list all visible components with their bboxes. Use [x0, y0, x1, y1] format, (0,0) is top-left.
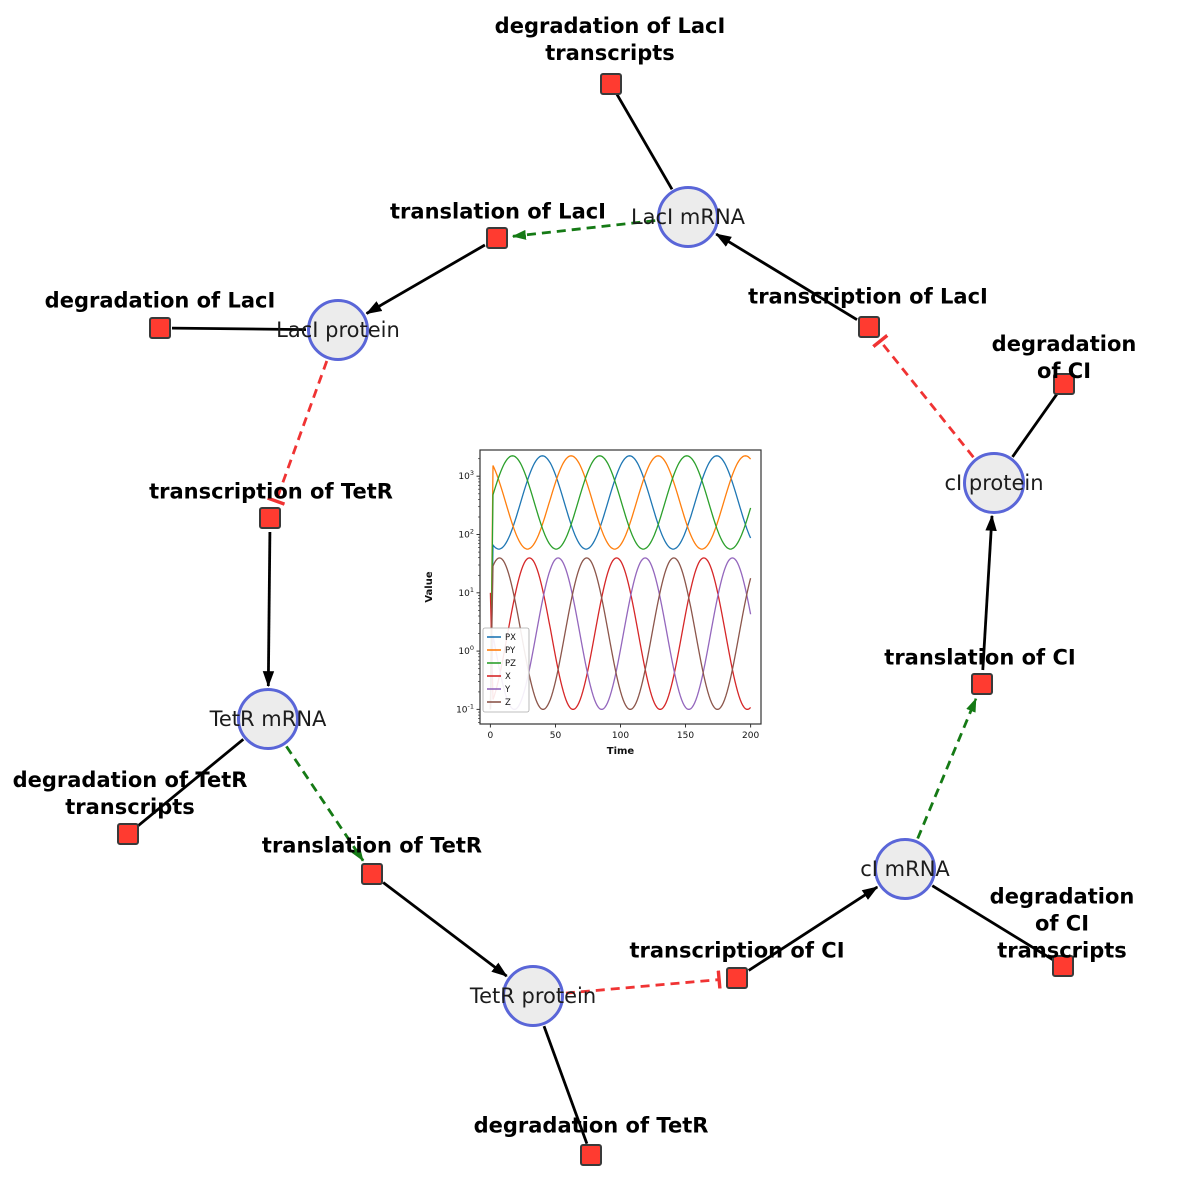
edge-product-translation-ci-ci-protein [981, 514, 997, 671]
series-Y [489, 557, 752, 710]
edge-reactant-laci-mrna-deg-laci-transcripts [615, 93, 674, 191]
reaction-node-transcription-tetr[interactable] [259, 507, 281, 529]
legend: PX PY PZ XYZ [482, 627, 530, 713]
edge-product-translation-tetr-tetr-protein [382, 881, 508, 978]
reaction-node-transcription-ci[interactable] [726, 967, 748, 989]
x-tick-label: 0 [488, 731, 494, 741]
y-axis-label: Value [424, 571, 435, 602]
edge-reactant-laci-protein-deg-laci [171, 326, 307, 331]
reaction-node-translation-tetr[interactable] [361, 863, 383, 885]
reaction-node-deg-tetr[interactable] [580, 1144, 602, 1166]
edge-modifier-ci-mrna-translation-ci [916, 697, 978, 840]
reaction-node-deg-ci-transcripts[interactable] [1052, 955, 1074, 977]
edge-modifier-laci-mrna-translation-laci [511, 219, 656, 240]
y-tick-label: 10-1 [456, 702, 474, 715]
reaction-node-deg-laci[interactable] [149, 317, 171, 339]
series-lines [489, 455, 752, 710]
reaction-node-transcription-laci[interactable] [858, 316, 880, 338]
x-tick-label: 100 [612, 731, 629, 741]
series-PX [489, 455, 752, 710]
reaction-node-deg-ci[interactable] [1053, 373, 1075, 395]
legend-entry: PZ [505, 659, 516, 669]
edge-product-transcription-tetr-tetr-mrna [262, 531, 275, 688]
legend-entry: X [505, 672, 511, 682]
species-node-laci-mrna[interactable] [657, 186, 719, 248]
edge-inhibition-ci-protein-transcription-laci [872, 334, 975, 459]
reaction-node-translation-ci[interactable] [971, 673, 993, 695]
edge-reactant-tetr-mrna-deg-tetr-transcripts [136, 738, 245, 828]
series-PY [489, 455, 752, 710]
series-PZ [489, 455, 752, 710]
species-node-ci-mrna[interactable] [874, 838, 936, 900]
reaction-node-deg-tetr-transcripts[interactable] [117, 823, 139, 845]
series-X [489, 557, 752, 710]
edge-product-translation-laci-laci-protein [365, 243, 486, 315]
edge-product-transcription-laci-laci-mrna [715, 232, 858, 321]
y-tick-label: 100 [458, 644, 474, 657]
edge-inhibition-tetr-protein-transcription-ci [565, 970, 722, 995]
x-axis-label: Time [607, 746, 635, 757]
reaction-node-translation-laci[interactable] [486, 227, 508, 249]
species-node-laci-protein[interactable] [307, 299, 369, 361]
edge-reactant-tetr-protein-deg-tetr [542, 1025, 589, 1145]
legend-entry: Z [505, 698, 511, 708]
legend-entry: PY [505, 646, 516, 656]
edge-product-transcription-ci-ci-mrna [747, 885, 879, 972]
x-tick-label: 200 [742, 731, 759, 741]
x-tick-label: 150 [677, 731, 694, 741]
series-Z [489, 557, 752, 710]
species-node-tetr-mrna[interactable] [237, 688, 299, 750]
y-tick-label: 101 [458, 586, 474, 599]
edge-reactant-ci-protein-deg-ci [1011, 392, 1059, 458]
reaction-node-deg-laci-transcripts[interactable] [600, 73, 622, 95]
legend-entry: PX [505, 633, 516, 643]
edge-modifier-tetr-mrna-translation-tetr [285, 745, 365, 862]
legend-entry: Y [504, 685, 511, 695]
edge-inhibition-laci-protein-transcription-tetr [267, 360, 329, 506]
species-node-tetr-protein[interactable] [502, 965, 564, 1027]
x-tick-label: 50 [550, 731, 562, 741]
species-node-ci-protein[interactable] [963, 452, 1025, 514]
y-tick-label: 103 [458, 469, 474, 482]
edge-reactant-ci-mrna-deg-ci-transcripts [931, 884, 1054, 961]
y-tick-label: 102 [458, 528, 474, 541]
